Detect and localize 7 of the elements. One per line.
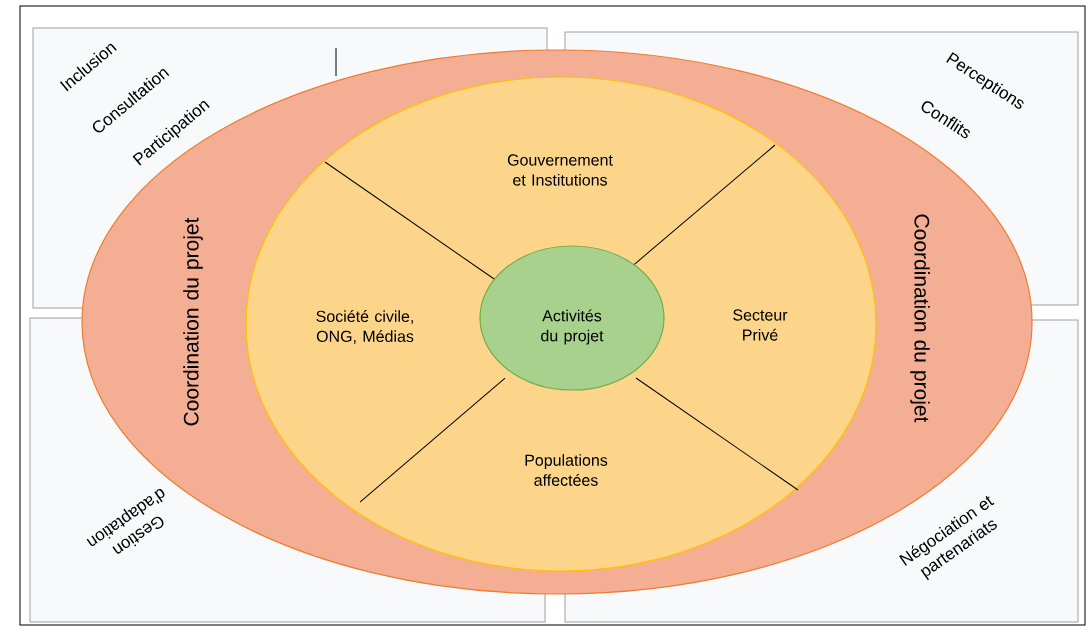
sector-label: Secteur Privé (733, 309, 788, 341)
rotated-label: Coordination du projet (183, 217, 203, 426)
sector-label: Activités du projet (541, 309, 604, 345)
sector-label: Populations affectées (525, 454, 608, 486)
sector-label: Société civile, ONG, Médias (316, 310, 414, 344)
rotated-label: Coordination du projet (910, 214, 930, 423)
sector-label: Gouvernement et Institutions (507, 154, 613, 186)
